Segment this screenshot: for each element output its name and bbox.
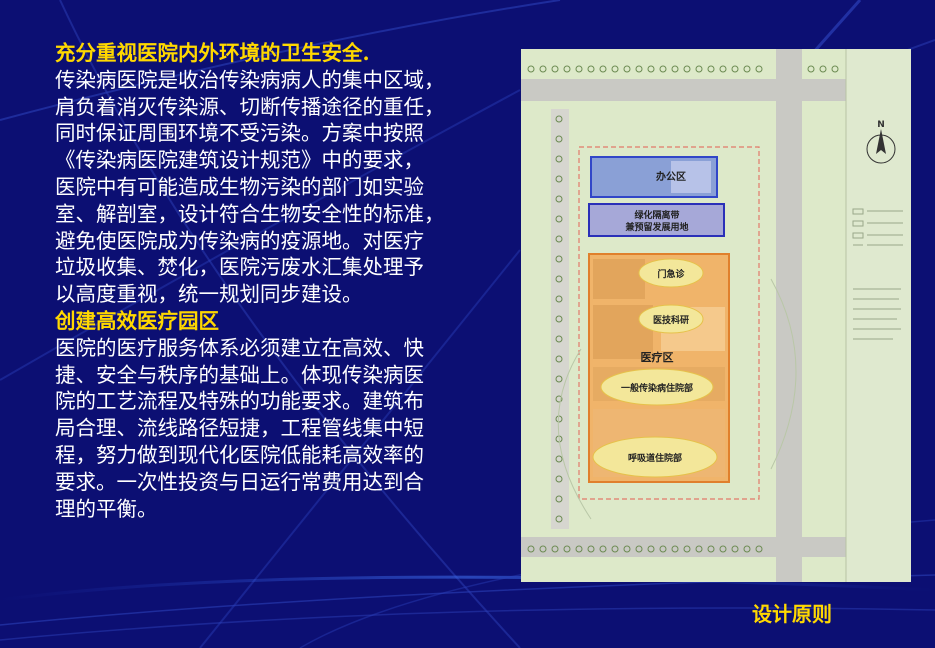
paragraph-line: 局合理、流线路径短捷，工程管线集中短 xyxy=(55,416,424,441)
paragraph-line: 医院的医疗服务体系必须建立在高效、快 xyxy=(55,335,424,360)
paragraph-environment-safety: 传染病医院是收治传染病病人的集中区域， 肩负着消灭传染源、切断传播途径的重任， … xyxy=(55,67,510,308)
paragraph-efficient-campus: 医院的医疗服务体系必须建立在高效、快 捷、安全与秩序的基础上。体现传染病医 院的… xyxy=(55,335,510,523)
respiratory-ward-label: 呼吸道住院部 xyxy=(628,452,682,464)
paragraph-line: 以高度重视，统一规划同步建设。 xyxy=(55,282,363,307)
north-label: N xyxy=(877,120,885,130)
site-plan-drawing: 办公区 绿化隔离带 兼预留发展用地 门急诊 医技科研 医疗区 一般传染病住院部 … xyxy=(521,49,911,582)
paragraph-line: 理的平衡。 xyxy=(55,496,158,521)
paragraph-line: 避免使医院成为传染病的疫源地。对医疗 xyxy=(55,228,424,253)
paragraph-line: 捷、安全与秩序的基础上。体现传染病医 xyxy=(55,362,424,387)
paragraph-line: 要求。一次性投资与日运行常费用达到合 xyxy=(55,469,424,494)
paragraph-line: 《传染病医院建筑设计规范》中的要求， xyxy=(55,148,424,173)
paragraph-line: 医院中有可能造成生物污染的部门如实验 xyxy=(55,174,424,199)
slide-footer-title: 设计原则 xyxy=(752,602,832,626)
site-plan-image: 办公区 绿化隔离带 兼预留发展用地 门急诊 医技科研 医疗区 一般传染病住院部 … xyxy=(521,49,911,582)
green-zone-label: 绿化隔离带 xyxy=(634,209,679,221)
paragraph-line: 传染病医院是收治传染病病人的集中区域， xyxy=(55,67,445,92)
general-ward-label: 一般传染病住院部 xyxy=(621,382,693,394)
paragraph-line: 肩负着消灭传染源、切断传播途径的重任， xyxy=(55,94,445,119)
medical-zone-label: 医疗区 xyxy=(641,350,674,364)
green-zone-sublabel: 兼预留发展用地 xyxy=(624,221,688,233)
heading-efficient-campus: 创建高效医疗园区 xyxy=(55,308,219,333)
slide-text-block: 充分重视医院内外环境的卫生安全. 传染病医院是收治传染病病人的集中区域， 肩负着… xyxy=(55,40,510,522)
north-arrow-icon: N xyxy=(866,120,896,164)
paragraph-line: 院的工艺流程及特殊的功能要求。建筑布 xyxy=(55,389,424,414)
paragraph-line: 垃圾收集、焚化，医院污废水汇集处理予 xyxy=(55,255,424,280)
paragraph-line: 同时保证周围环境不受污染。方案中按照 xyxy=(55,121,424,146)
emergency-label: 门急诊 xyxy=(657,268,685,280)
office-zone-label: 办公区 xyxy=(656,170,686,183)
heading-environment-safety: 充分重视医院内外环境的卫生安全. xyxy=(55,41,370,65)
medtech-label: 医技科研 xyxy=(653,314,689,326)
paragraph-line: 程，努力做到现代化医院低能耗高效率的 xyxy=(55,442,424,467)
paragraph-line: 室、解剖室，设计符合生物安全性的标准， xyxy=(55,201,445,226)
